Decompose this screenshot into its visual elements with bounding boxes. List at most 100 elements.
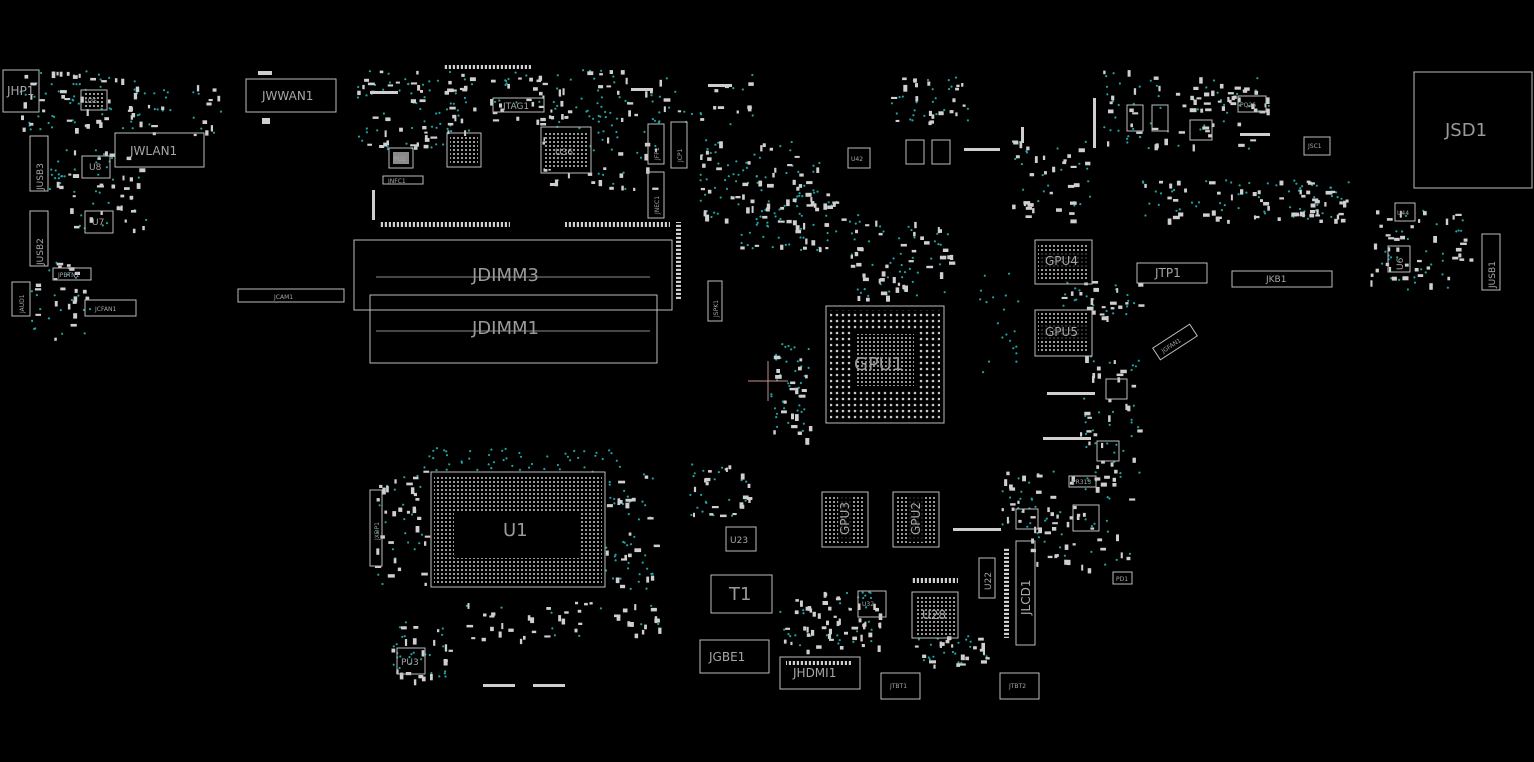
- via: [737, 203, 740, 206]
- connector-jhdmi1[interactable]: JHDMI1: [779, 656, 861, 690]
- chip-u32[interactable]: U32: [857, 590, 887, 618]
- smd-pad: [1189, 108, 1197, 113]
- connector-jtp1[interactable]: JTP1: [1136, 262, 1208, 284]
- svg-text:U44: U44: [1397, 210, 1409, 217]
- connector-jxdp1[interactable]: JXDP1: [369, 489, 383, 567]
- via: [599, 607, 603, 610]
- part-pq26[interactable]: PQ26: [1237, 95, 1267, 113]
- via: [80, 214, 83, 217]
- chip-gpu4[interactable]: GPU4: [1034, 239, 1093, 285]
- smd-pad: [806, 649, 810, 655]
- svg-text:PR313: PR313: [1072, 479, 1091, 486]
- via: [766, 224, 769, 227]
- smd-pad: [1056, 208, 1062, 212]
- small-parts-layer: [21, 70, 1474, 686]
- connector-jusb2[interactable]: JUSB2: [29, 210, 49, 267]
- chip-gpu3[interactable]: GPU3: [821, 491, 869, 548]
- chip-bga-left[interactable]: [446, 132, 482, 168]
- chip-pu1[interactable]: PU1: [388, 147, 414, 169]
- connector-jaud1[interactable]: JAUD1: [11, 281, 31, 317]
- via: [1396, 256, 1399, 259]
- connector-jkb1[interactable]: JKB1: [1231, 270, 1333, 288]
- chip-gpu1[interactable]: GPU1: [825, 305, 945, 424]
- chip-u23[interactable]: U23: [725, 526, 757, 552]
- connector-jusb1[interactable]: JUSB1: [1481, 233, 1501, 291]
- connector-jdimm1[interactable]: JDIMM1: [369, 294, 658, 364]
- chip-u6[interactable]: U6: [1387, 245, 1411, 273]
- chip-u7[interactable]: U7: [84, 210, 114, 234]
- smd-pad: [762, 215, 768, 219]
- chip-u8[interactable]: U8: [81, 155, 111, 179]
- smd-pad: [109, 153, 116, 157]
- svg-text:PU3: PU3: [401, 658, 419, 668]
- smd-pad: [810, 197, 813, 202]
- chip-pu3[interactable]: PU3: [396, 647, 426, 675]
- connector-jgfan1[interactable]: JGFAN1: [1152, 323, 1198, 361]
- via: [59, 181, 62, 185]
- connector-jcp1[interactable]: JCP1: [670, 121, 688, 169]
- via: [767, 200, 770, 203]
- connector-jtbt2[interactable]: JTBT2: [999, 672, 1040, 700]
- connector-jsd1[interactable]: JSD1: [1413, 71, 1533, 189]
- transformer-t1[interactable]: T1: [710, 574, 773, 614]
- via: [639, 156, 643, 159]
- connector-jspk1[interactable]: JSPK1: [707, 280, 723, 322]
- chip-u44[interactable]: U44: [1394, 202, 1416, 222]
- smd-pad: [833, 615, 837, 618]
- smd-pad: [101, 80, 107, 83]
- via: [575, 106, 578, 109]
- via: [755, 175, 758, 178]
- smd-pad: [437, 629, 440, 633]
- via: [713, 186, 717, 189]
- chip-u42[interactable]: U42: [847, 147, 871, 169]
- connector-jcfan1[interactable]: JCFAN1: [84, 299, 137, 317]
- smd-pad: [1277, 217, 1281, 221]
- chip-u35[interactable]: U35: [80, 89, 108, 111]
- chip-u1-cpu[interactable]: U1: [430, 471, 606, 588]
- connector-jgbe1[interactable]: JGBE1: [699, 639, 770, 674]
- smd-pad: [702, 163, 706, 168]
- smd-pad: [86, 109, 89, 116]
- connector-jwlan1[interactable]: JWLAN1: [114, 132, 205, 168]
- connector-jusb3[interactable]: JUSB3: [29, 135, 49, 192]
- via: [595, 451, 598, 454]
- connector-jnec1[interactable]: JNEC1: [647, 171, 665, 219]
- via: [613, 497, 616, 501]
- via: [622, 540, 625, 544]
- chip-u36[interactable]: U36: [540, 126, 592, 174]
- connector-jdimm3[interactable]: JDIMM3: [353, 239, 673, 311]
- smd-pad: [560, 100, 564, 107]
- via: [1012, 347, 1015, 350]
- smd-pad: [606, 504, 613, 508]
- connector-jhp1[interactable]: JHP1: [2, 69, 40, 113]
- smd-pad: [652, 187, 659, 190]
- smd-pad: [620, 70, 625, 75]
- via: [148, 123, 151, 126]
- part-pr313[interactable]: PR313: [1068, 475, 1097, 488]
- connector-jlcd1[interactable]: JLCD1: [1015, 540, 1036, 646]
- smd-pad: [1116, 288, 1119, 293]
- connector-jsc1[interactable]: JSC1: [1303, 136, 1331, 156]
- chip-u22[interactable]: U22: [978, 557, 996, 599]
- smd-pad: [824, 223, 830, 227]
- connector-jwwan1[interactable]: JWWAN1: [245, 71, 337, 124]
- connector-jpbtn1[interactable]: JPBTN1: [52, 267, 92, 281]
- via: [836, 634, 839, 637]
- via: [1093, 522, 1096, 525]
- smd-pad: [1022, 508, 1025, 513]
- smd-pad: [1072, 543, 1076, 546]
- connector-jcam1[interactable]: JCAM1: [237, 288, 345, 303]
- connector-jtbt1[interactable]: JTBT1: [880, 672, 921, 700]
- connector-jfp1[interactable]: JFP1: [647, 123, 665, 165]
- chip-gpu5[interactable]: GPU5: [1034, 309, 1093, 357]
- part-pd1[interactable]: PD1: [1112, 571, 1133, 585]
- connector-jnfc1[interactable]: JNFC1: [382, 175, 424, 185]
- via: [1036, 532, 1039, 535]
- chip-gpu2[interactable]: GPU2: [892, 491, 940, 548]
- via: [803, 408, 806, 411]
- chip-u28[interactable]: U28: [911, 591, 959, 639]
- via: [92, 202, 95, 205]
- via: [1063, 554, 1066, 557]
- connector-jtag1[interactable]: JTAG1: [492, 97, 545, 113]
